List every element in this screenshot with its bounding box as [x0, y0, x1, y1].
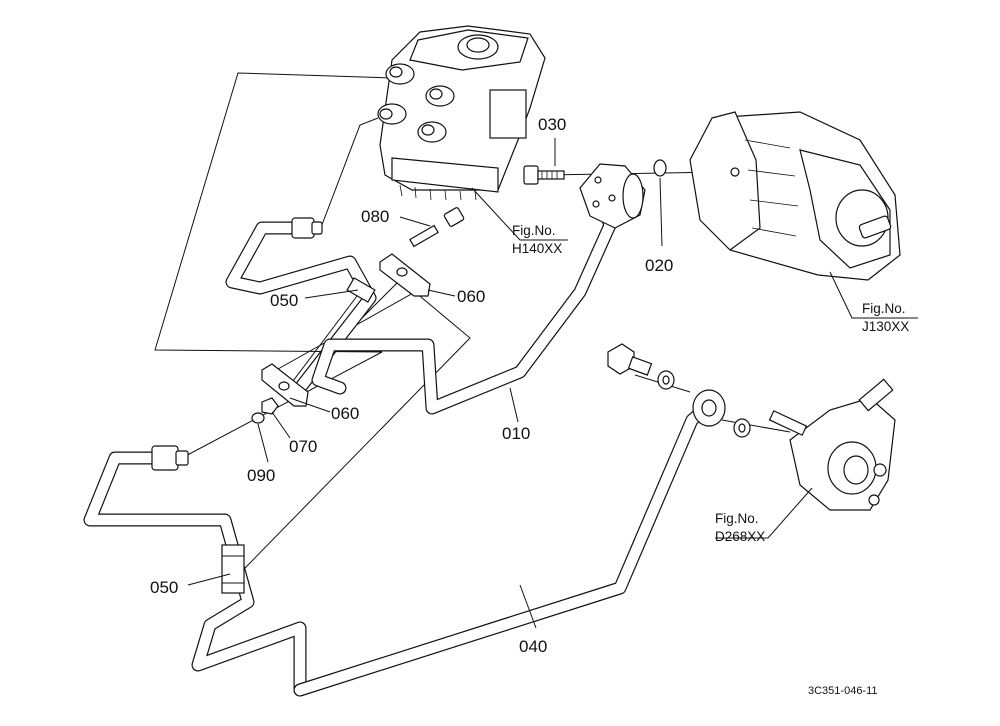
valve-block: [489, 89, 527, 139]
callout-010: 010: [502, 424, 530, 443]
pipe-sleeve: [346, 277, 376, 303]
pump-housing-d268: [768, 378, 896, 511]
pipe-050-upper: [225, 217, 377, 395]
fitting-nut: [291, 217, 315, 239]
fitting-tip: [311, 221, 323, 235]
pump-shaft: [858, 215, 892, 239]
drawing-code: 3C351-046-11: [808, 685, 878, 697]
fig-ref-d268-number: D268XX: [715, 529, 765, 544]
pipe-010: [311, 208, 617, 415]
callout-050-lower: 050: [150, 578, 178, 597]
o-ring-020: [653, 159, 667, 177]
callout-030: 030: [538, 115, 566, 134]
fig-ref-h140: Fig.No. H140XX: [471, 187, 568, 256]
callout-080: 070: [289, 437, 317, 456]
fig-ref-j130-number: J130XX: [862, 319, 909, 334]
fitting-nut: [151, 445, 179, 471]
fig-ref-d268: Fig.No. D268XX: [715, 487, 813, 544]
callout-050-upper: 050: [270, 291, 298, 310]
steering-unit: [377, 25, 546, 201]
bolt-070: [409, 207, 465, 248]
fig-ref-h140-prefix: Fig.No.: [512, 223, 556, 238]
callout-060-lower: 060: [331, 404, 359, 423]
clamp-060-upper: [379, 253, 431, 297]
pipe-040: [293, 389, 726, 697]
adapter-block: [579, 163, 646, 229]
clamp-060-lower: [261, 363, 309, 407]
fig-ref-d268-prefix: Fig.No.: [715, 511, 759, 526]
pipe-sleeve: [221, 544, 245, 594]
fig-ref-j130: Fig.No. J130XX: [829, 271, 918, 334]
banjo-hole: [701, 399, 717, 417]
fig-ref-h140-number: H140XX: [512, 241, 562, 256]
callout-060-upper: 060: [457, 287, 485, 306]
washer-090: [251, 412, 265, 424]
banjo-bolt: [607, 343, 751, 438]
spline-core: [466, 37, 490, 53]
nut-080: [261, 397, 279, 415]
pipe-050-lower: [83, 445, 307, 697]
callout-090: 090: [247, 466, 275, 485]
hydraulic-ports: [377, 63, 455, 143]
callout-040: 040: [519, 637, 547, 656]
gear-pump: [689, 111, 901, 281]
callout-020: 020: [645, 256, 673, 275]
fitting-tip: [175, 450, 189, 466]
fig-ref-j130-prefix: Fig.No.: [862, 301, 906, 316]
callout-070: 080: [361, 207, 389, 226]
bolt-030: [523, 165, 565, 185]
